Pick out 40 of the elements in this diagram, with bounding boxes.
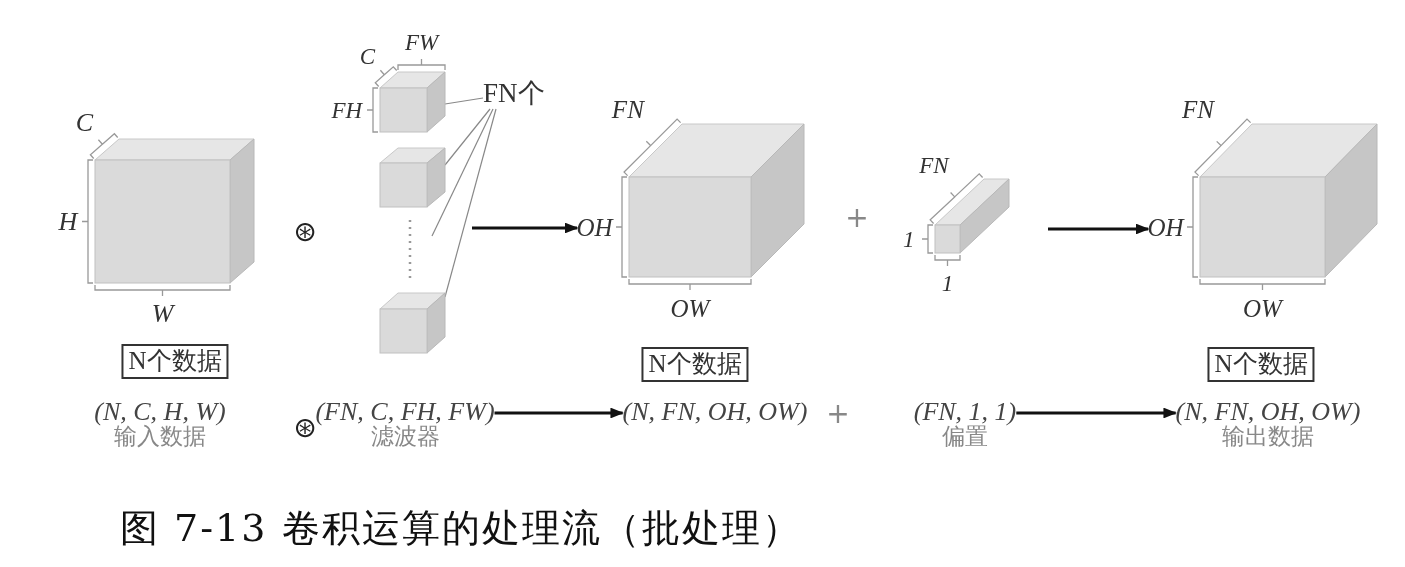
- shape-formula: (FN, C, FH, FW): [315, 398, 495, 426]
- dimension-label: OW: [670, 295, 710, 321]
- dimension-label: 1: [903, 227, 915, 251]
- tensor-name: 偏置: [942, 425, 989, 450]
- shape-formula: (FN, 1, 1): [913, 398, 1017, 426]
- count-label-box: N个数据: [1207, 347, 1315, 382]
- figure-caption: 图 7-13 卷积运算的处理流（批处理）: [120, 505, 802, 552]
- dimension-label: FH: [331, 98, 363, 122]
- shape-formula: (N, C, H, W): [94, 398, 226, 426]
- arrow: [494, 407, 624, 419]
- operator-symbol: ⊛: [293, 218, 317, 246]
- operator-symbol: +: [845, 204, 869, 232]
- leader-line: [444, 108, 491, 166]
- dimension-label: FN: [919, 153, 949, 176]
- leader-line: [431, 108, 494, 237]
- operator-symbol: ⊛: [293, 414, 317, 442]
- dimension-label: FN: [611, 96, 644, 121]
- arrow: [1048, 223, 1150, 235]
- count-label-box: N个数据: [121, 344, 229, 379]
- tensor-name: 滤波器: [369, 425, 441, 450]
- dimension-label: OW: [1243, 295, 1282, 321]
- tensor-name: 输入数据: [114, 425, 206, 450]
- dimension-label: FN: [1182, 96, 1215, 121]
- dimension-label: FW: [404, 30, 439, 54]
- dimension-label: C: [359, 44, 376, 68]
- dimension-label: H: [58, 208, 78, 235]
- shape-formula: (N, FN, OH, OW): [1175, 398, 1361, 426]
- dimension-label: W: [151, 301, 174, 328]
- dimension-label: OH: [576, 214, 613, 240]
- leader-line: [444, 97, 484, 105]
- callout-label: FN个: [483, 78, 545, 110]
- dimension-label: C: [75, 110, 93, 136]
- count-label-box: N个数据: [641, 347, 749, 382]
- arrow: [1016, 407, 1177, 419]
- shape-formula: (N, FN, OH, OW): [622, 398, 808, 426]
- arrow: [472, 222, 579, 234]
- tensor-name: 输出数据: [1221, 425, 1314, 450]
- dimension-label: 1: [941, 271, 954, 295]
- operator-symbol: +: [826, 400, 850, 428]
- dimension-label: OH: [1147, 214, 1184, 240]
